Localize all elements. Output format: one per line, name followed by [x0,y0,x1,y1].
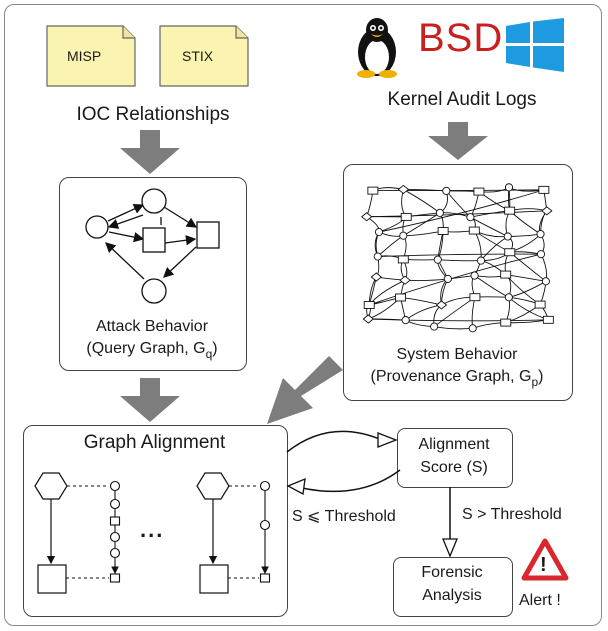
alert-label: Alert ! [519,592,561,609]
bsd-logo-text: BSD [418,16,504,60]
provenance-node [430,322,439,331]
provenance-node [504,183,514,192]
provenance-edge [378,189,544,233]
provenance-node [504,248,516,257]
alignment-score-line2: Score (S) [420,459,488,476]
linux-penguin-icon [357,18,397,78]
down-arrow-kernel [428,122,488,160]
provenance-edge [366,210,547,218]
provenance-node [400,212,412,221]
provenance-edge [377,253,542,257]
provenance-node [504,206,516,215]
provenance-node [399,275,411,285]
provenance-edge [368,318,549,322]
provenance-node [363,301,375,309]
provenance-node [500,318,512,327]
forensic-analysis-line2: Analysis [422,587,482,604]
provenance-node [469,293,481,302]
provenance-node [399,231,408,240]
attack-behavior-title: Attack Behavior [95,318,209,335]
stix-document-icon [159,25,249,87]
provenance-node [397,255,409,264]
provenance-node [468,226,480,235]
misp-label: MISP [67,48,102,64]
query-graph-close: ) [212,340,218,357]
provenance-node [541,277,550,286]
down-arrow-ioc [120,130,180,174]
below-threshold-label: S ⩽ Threshold [292,508,396,525]
provenance-node [538,185,550,194]
windows-logo-icon [506,18,564,72]
kernel-audit-logs-caption: Kernel Audit Logs [387,89,537,110]
above-threshold-label: S > Threshold [462,506,562,523]
system-behavior-title: System Behavior [396,346,518,363]
query-graph-subtitle: (Query Graph, Gq) [59,340,245,361]
provenance-node [536,229,545,239]
to-forensic-arrowhead [442,538,458,558]
stix-label: STIX [182,48,214,64]
alignment-pair-left [34,472,121,594]
forensic-analysis-line1: Forensic [421,564,483,581]
provenance-node [433,255,442,264]
back-to-alignment-arrow [301,469,401,493]
provenance-node [367,186,379,195]
provenance-node [401,316,410,325]
provenance-node [503,232,512,241]
provenance-node [435,208,444,217]
provenance-node [468,324,477,333]
provenance-graph-subtitle: (Provenance Graph, Gp) [343,368,571,389]
provenance-node [397,184,410,195]
provenance-edge [372,189,544,192]
alignment-pair-right [196,472,271,594]
alignment-score-line1: Alignment [418,436,490,453]
provenance-node [374,228,384,237]
provenance-node [541,206,553,216]
ioc-relationships-caption: IOC Relationships [76,104,230,125]
alert-exclamation: ! [540,554,547,576]
provenance-node [373,252,382,261]
provenance-node [442,186,451,195]
forensic-analysis-box [393,557,513,617]
query-graph [85,188,220,304]
to-score-arrowhead [377,432,398,448]
diagonal-arrow-system [267,356,343,424]
query-graph-label: (Query Graph, G [86,340,206,357]
provenance-node [500,270,512,279]
to-score-arrow [286,430,383,453]
provenance-node [504,293,513,302]
alert-warning-icon [521,538,569,581]
provenance-node [536,250,546,259]
graph-alignment-box [23,425,288,617]
provenance-node [370,272,383,282]
provenance-graph-label: (Provenance Graph, G [370,368,532,385]
provenance-graph [360,183,554,333]
provenance-node [360,212,373,222]
provenance-node [435,300,448,310]
provenance-node [542,315,554,324]
graph-alignment-title: Graph Alignment [83,432,226,453]
system-behavior-box [343,164,573,401]
misp-document-icon [46,25,136,87]
provenance-graph-close: ) [538,368,544,385]
alignment-ellipsis: ... [140,517,165,542]
query-graph-subscript: q [205,347,213,361]
provenance-node [362,314,375,324]
provenance-node [473,187,485,196]
provenance-graph-subscript: p [531,375,539,389]
down-arrow-attack [120,378,180,422]
provenance-node [470,271,479,280]
alignment-graphs [34,472,271,594]
provenance-node [534,300,546,309]
provenance-node [443,274,452,283]
provenance-node [437,227,449,235]
alignment-score-box [397,428,513,488]
back-to-alignment-arrowhead [286,477,306,496]
provenance-node [395,293,406,302]
provenance-edge [369,253,542,306]
provenance-node [476,256,486,265]
provenance-node [466,213,475,222]
